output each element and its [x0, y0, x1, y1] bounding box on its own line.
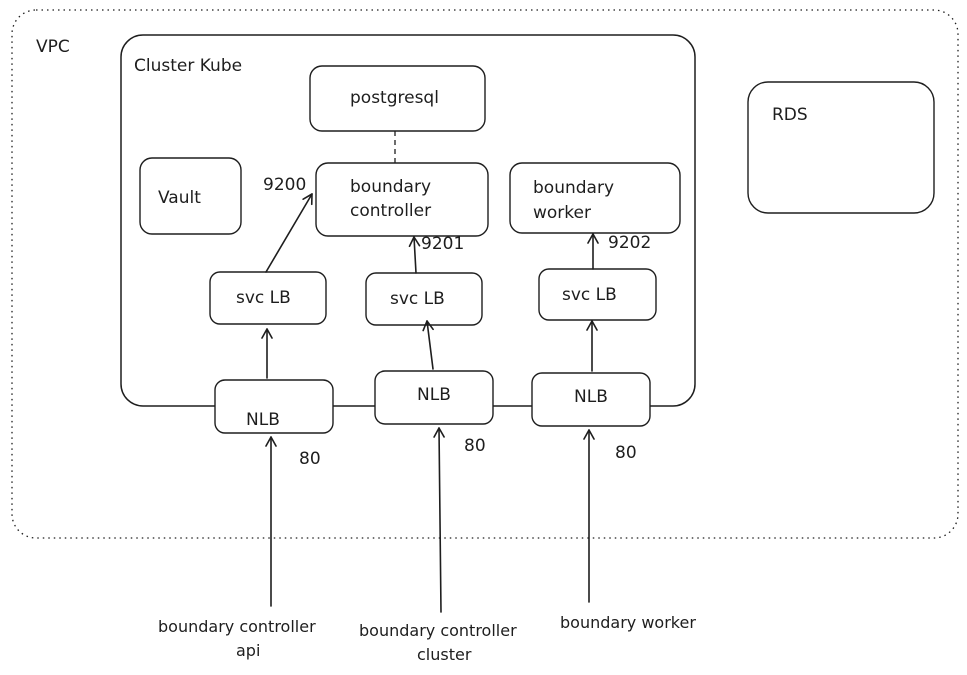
nlb-worker-box — [531, 372, 651, 427]
svc-lb-worker-box — [538, 268, 657, 321]
port-80-cluster-label: 80 — [464, 436, 486, 456]
worker-label-line1: boundary — [533, 178, 614, 198]
client-controller-cluster-line2: cluster — [417, 645, 472, 664]
port-80-worker-label: 80 — [615, 443, 637, 463]
nlb-cluster-box — [374, 370, 494, 425]
rds-label: RDS — [772, 105, 808, 125]
client-controller-api-line2: api — [236, 641, 260, 660]
nlb-api-box — [214, 379, 334, 434]
postgresql-label: postgresql — [350, 88, 439, 108]
vault-box — [139, 157, 242, 235]
svc-lb-worker-label: svc LB — [562, 285, 617, 305]
arrow-svc-lb-to-controller-9201 — [408, 236, 421, 274]
boundary-controller-box — [315, 162, 489, 237]
controller-label-line1: boundary — [350, 177, 431, 197]
cluster-kube-label: Cluster Kube — [134, 56, 242, 76]
vpc-label: VPC — [36, 37, 70, 57]
port-80-api-label: 80 — [299, 449, 321, 469]
port-9201-label: 9201 — [421, 234, 464, 254]
boundary-worker-box — [509, 162, 681, 234]
arrow-nlb-to-svc-lb-cluster — [422, 320, 434, 370]
nlb-api-label: NLB — [246, 410, 280, 430]
port-9202-label: 9202 — [608, 233, 651, 253]
arrow-svc-lb-to-controller-9200 — [265, 193, 313, 273]
arrow-client-cluster-to-nlb — [433, 427, 445, 613]
postgresql-box — [309, 65, 486, 132]
controller-label-line2: controller — [350, 201, 431, 221]
client-worker-line1: boundary worker — [560, 613, 696, 632]
svc-lb-cluster-label: svc LB — [390, 289, 445, 309]
port-9200-label: 9200 — [263, 175, 306, 195]
worker-label-line2: worker — [533, 203, 591, 223]
client-controller-api-line1: boundary controller — [158, 617, 316, 636]
svc-lb-api-box — [209, 271, 327, 325]
nlb-cluster-label: NLB — [417, 385, 451, 405]
nlb-worker-label: NLB — [574, 387, 608, 407]
rds-box — [747, 81, 935, 214]
svc-lb-api-label: svc LB — [236, 288, 291, 308]
vault-label: Vault — [158, 188, 201, 208]
client-controller-cluster-line1: boundary controller — [359, 621, 517, 640]
